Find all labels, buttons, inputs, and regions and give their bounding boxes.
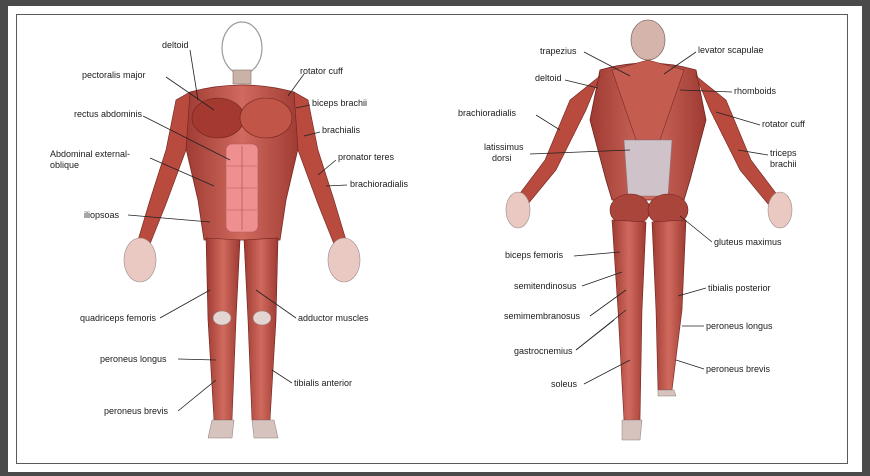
label-tibialis-anterior: tibialis anterior	[294, 378, 352, 388]
back-figure	[506, 20, 792, 440]
label-latissimus: latissimus	[484, 142, 524, 152]
front-figure	[124, 22, 360, 438]
label-peroneus-brevis-back: peroneus brevis	[706, 364, 771, 374]
label-brachioradialis-front: brachioradialis	[350, 179, 409, 189]
label-soleus: soleus	[551, 379, 578, 389]
label-levator-scapulae: levator scapulae	[698, 45, 764, 55]
label-iliopsoas: iliopsoas	[84, 210, 120, 220]
label-adductor-muscles: adductor muscles	[298, 313, 369, 323]
label-brachii-back: brachii	[770, 159, 797, 169]
label-deltoid-back: deltoid	[535, 73, 562, 83]
label-trapezius: trapezius	[540, 46, 577, 56]
label-peroneus-longus-back: peroneus longus	[706, 321, 773, 331]
label-rotator-cuff-back: rotator cuff	[762, 119, 805, 129]
label-brachioradialis-back: brachioradialis	[458, 108, 517, 118]
label-biceps-brachii: biceps brachii	[312, 98, 367, 108]
label-dorsi: dorsi	[492, 153, 512, 163]
label-gastrocnemius: gastrocnemius	[514, 346, 573, 356]
label-rhomboids: rhomboids	[734, 86, 777, 96]
label-peroneus-brevis-front: peroneus brevis	[104, 406, 169, 416]
label-oblique: oblique	[50, 160, 79, 170]
label-gluteus-maximus: gluteus maximus	[714, 237, 782, 247]
label-deltoid: deltoid	[162, 40, 189, 50]
label-peroneus-longus-front: peroneus longus	[100, 354, 167, 364]
label-rotator-cuff-front: rotator cuff	[300, 66, 343, 76]
label-rectus-abdominis: rectus abdominis	[74, 109, 143, 119]
label-abdominal-external: Abdominal external-	[50, 149, 130, 159]
label-tibialis-posterior: tibialis posterior	[708, 283, 771, 293]
label-pectoralis-major: pectoralis major	[82, 70, 146, 80]
label-biceps-femoris: biceps femoris	[505, 250, 564, 260]
label-pronator-teres: pronator teres	[338, 152, 395, 162]
label-quadriceps-femoris: quadriceps femoris	[80, 313, 157, 323]
label-semitendinosus: semitendinosus	[514, 281, 577, 291]
label-semimembranosus: semimembranosus	[504, 311, 581, 321]
label-triceps: triceps	[770, 148, 797, 158]
label-brachialis: brachialis	[322, 125, 361, 135]
